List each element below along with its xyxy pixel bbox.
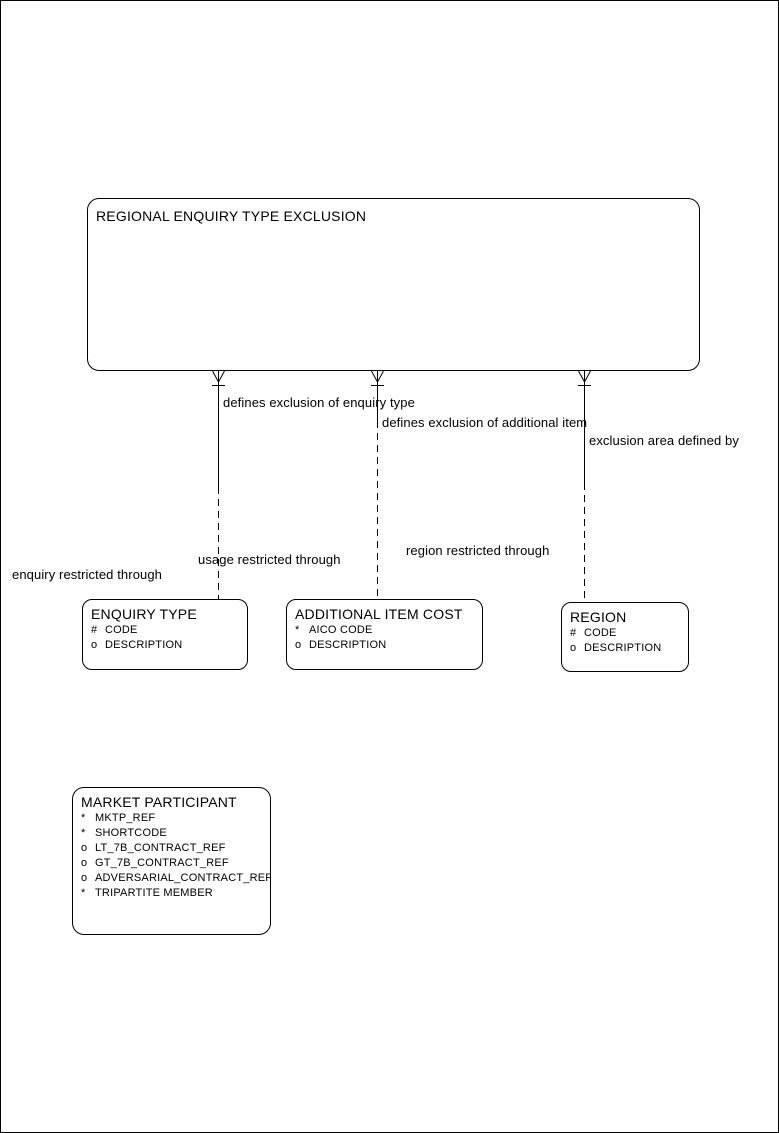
entity-title: ENQUIRY TYPE <box>91 606 197 622</box>
attribute-row: # CODE <box>562 626 688 641</box>
attribute-name: AICO CODE <box>309 624 373 636</box>
attribute-prefix: o <box>81 842 88 854</box>
relationship-label: usage restricted through <box>198 552 341 567</box>
attribute-prefix: # <box>570 627 577 639</box>
crowfoot-many-icon <box>578 370 591 386</box>
attribute-row: o DESCRIPTION <box>562 641 688 656</box>
attribute-prefix: * <box>295 624 300 636</box>
relationship-label: defines exclusion of additional item <box>382 415 588 430</box>
attribute-prefix: * <box>81 827 86 839</box>
entity-title: MARKET PARTICIPANT <box>81 794 237 810</box>
attribute-prefix: o <box>570 642 577 654</box>
attribute-name: CODE <box>105 624 138 636</box>
attribute-row: * AICO CODE <box>287 623 482 638</box>
attribute-name: TRIPARTITE MEMBER <box>95 887 213 899</box>
entity-title: REGION <box>570 609 627 625</box>
entity-title: ADDITIONAL ITEM COST <box>295 606 463 622</box>
attribute-prefix: o <box>81 872 88 884</box>
attribute-prefix: o <box>295 639 302 651</box>
attribute-prefix: # <box>91 624 98 636</box>
attribute-name: MKTP_REF <box>95 812 156 824</box>
relationship-label: enquiry restricted through <box>12 567 163 582</box>
attribute-row: * MKTP_REF <box>73 811 270 826</box>
attribute-name: LT_7B_CONTRACT_REF <box>95 842 226 854</box>
relationship-label: region restricted through <box>406 543 550 558</box>
attribute-prefix: * <box>81 812 86 824</box>
attribute-name: DESCRIPTION <box>584 642 662 654</box>
attribute-row: o LT_7B_CONTRACT_REF <box>73 841 270 856</box>
attribute-name: DESCRIPTION <box>105 639 183 651</box>
crowfoot-many-icon <box>212 370 225 386</box>
attribute-row: * SHORTCODE <box>73 826 270 841</box>
entity-regional-enquiry-type-exclusion: REGIONAL ENQUIRY TYPE EXCLUSION <box>87 198 700 371</box>
relationship-line-region <box>578 370 591 602</box>
attribute-name: ADVERSARIAL_CONTRACT_REF <box>95 872 271 884</box>
attribute-row: # CODE <box>83 623 247 638</box>
attribute-name: CODE <box>584 627 617 639</box>
attribute-row: * TRIPARTITE MEMBER <box>73 886 270 901</box>
attribute-row: o DESCRIPTION <box>287 638 482 653</box>
attribute-prefix: o <box>81 857 88 869</box>
attribute-prefix: o <box>91 639 98 651</box>
attribute-name: SHORTCODE <box>95 827 167 839</box>
relationship-label: exclusion area defined by <box>589 433 739 448</box>
entity-region: REGION # CODE o DESCRIPTION <box>561 602 689 672</box>
entity-market-participant: MARKET PARTICIPANT *MKTP_REF *SHORTCODE … <box>72 787 271 935</box>
entity-enquiry-type: ENQUIRY TYPE # CODE o DESCRIPTION <box>82 599 248 670</box>
entity-title: REGIONAL ENQUIRY TYPE EXCLUSION <box>96 208 367 224</box>
attribute-name: GT_7B_CONTRACT_REF <box>95 857 229 869</box>
attribute-row: o GT_7B_CONTRACT_REF <box>73 856 270 871</box>
entity-additional-item-cost: ADDITIONAL ITEM COST * AICO CODE o DESCRIP… <box>286 599 483 670</box>
attribute-row: o DESCRIPTION <box>83 638 247 653</box>
attribute-prefix: * <box>81 887 86 899</box>
relationship-label: defines exclusion of enquiry type <box>223 395 415 410</box>
attribute-row: o ADVERSARIAL_CONTRACT_REF <box>73 871 270 886</box>
crowfoot-many-icon <box>371 370 384 386</box>
attribute-name: DESCRIPTION <box>309 639 387 651</box>
